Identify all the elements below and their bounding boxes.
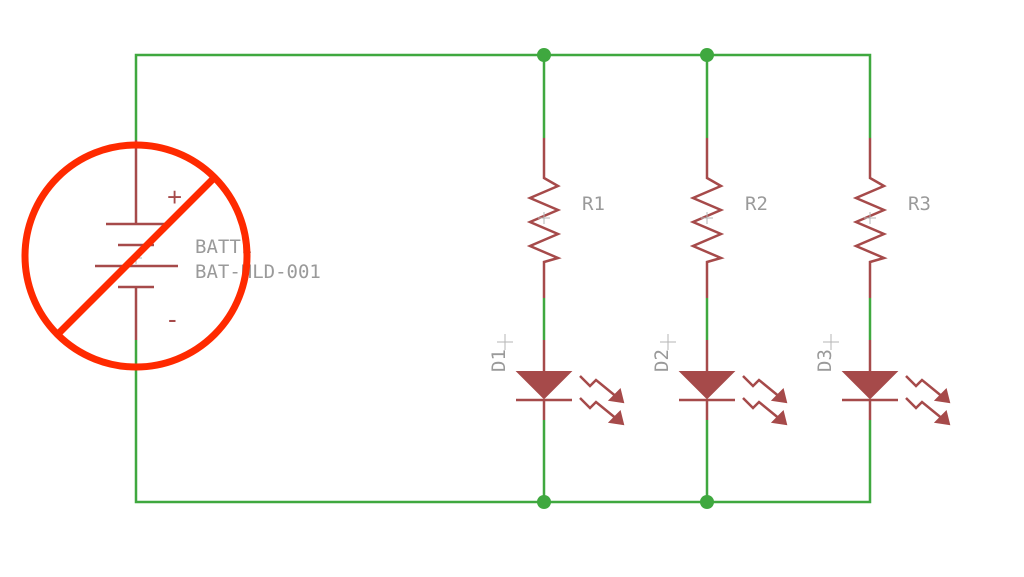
battery-name-label: BATT1 <box>195 236 252 258</box>
battery-symbol: + - <box>95 140 182 340</box>
no-entry-icon <box>21 141 251 371</box>
resistor-r2-label: R2 <box>745 193 768 215</box>
junction-dot <box>700 48 714 62</box>
wire-bottom-rail <box>134 340 872 504</box>
junction-dot <box>537 48 551 62</box>
junction-dot <box>537 495 551 509</box>
resistor-r3 <box>852 138 888 298</box>
battery-minus-sign: - <box>168 304 177 334</box>
led-d1 <box>497 334 625 426</box>
resistor-r1-label: R1 <box>582 193 605 215</box>
junction-dot <box>700 495 714 509</box>
led-d2-label: D2 <box>651 349 673 372</box>
resistor-r2 <box>689 138 725 298</box>
led-d3 <box>823 334 951 426</box>
resistor-r3-label: R3 <box>908 193 931 215</box>
led-d1-label: D1 <box>488 349 510 372</box>
resistor-r1 <box>526 138 562 298</box>
led-d3-label: D3 <box>814 349 836 372</box>
led-d2 <box>660 334 788 426</box>
wire-top-rail <box>134 53 872 140</box>
wires <box>134 53 872 504</box>
battery-plus-sign: + <box>167 182 182 212</box>
junctions <box>537 48 714 509</box>
battery-value-label: BAT-HLD-001 <box>195 261 321 283</box>
